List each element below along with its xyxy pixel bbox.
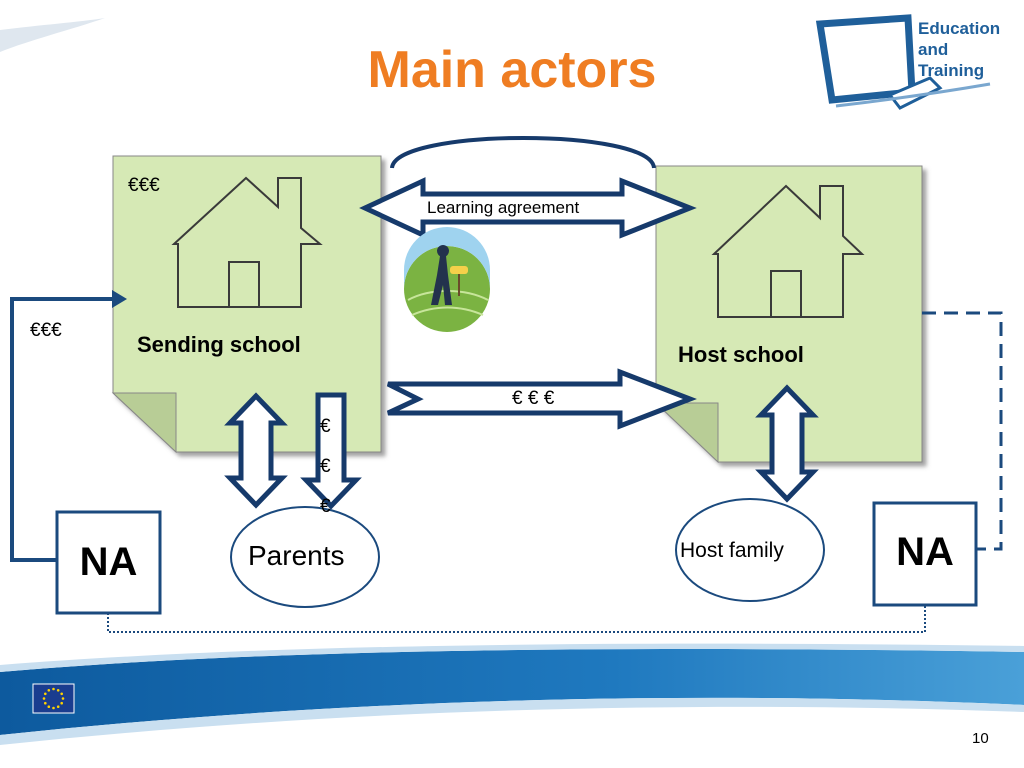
page-number: 10 xyxy=(972,730,989,747)
na-right-label: NA xyxy=(896,530,954,574)
transfer-label: € € € xyxy=(512,388,555,409)
eu-flag-icon xyxy=(32,683,75,714)
na-dotted-link xyxy=(107,605,926,633)
learning-agreement-label: Learning agreement xyxy=(427,198,580,217)
parents-label: Parents xyxy=(248,540,345,571)
na-right-box xyxy=(872,501,978,607)
funds-transfer-arrow xyxy=(386,368,697,430)
na-left-connector xyxy=(10,297,112,562)
host-school-label: Host school xyxy=(678,342,804,367)
mobility-badge-icon xyxy=(404,227,490,332)
host-family-arrow xyxy=(755,384,819,503)
sending-school-funds: €€€ xyxy=(128,175,160,196)
parents-euro-3: € xyxy=(320,496,331,517)
parents-ellipse xyxy=(230,506,380,608)
logo-line-2: and xyxy=(918,40,949,59)
na-left-funds: €€€ xyxy=(30,320,62,341)
parents-euro-arrow xyxy=(300,392,362,510)
page-title: Main actors xyxy=(367,41,657,99)
sending-parents-arrow xyxy=(224,392,288,509)
na-left-box xyxy=(55,510,162,615)
parents-euro-1: € xyxy=(320,416,331,437)
parents-euro-2: € xyxy=(320,456,331,477)
sending-school-house-icon xyxy=(171,176,323,308)
host-school-note xyxy=(654,165,923,464)
na-left-label: NA xyxy=(79,540,138,584)
agreement-arc xyxy=(390,136,656,169)
host-family-label: Host family xyxy=(680,539,784,562)
logo-line-1: Education xyxy=(918,19,1001,38)
sending-school-note xyxy=(111,155,382,454)
learning-agreement-arrow xyxy=(359,177,697,239)
logo-text: Education and Training xyxy=(918,18,1000,81)
logo-line-3: Training xyxy=(918,61,985,80)
host-school-house-icon xyxy=(711,184,865,318)
sending-school-label: Sending school xyxy=(137,332,301,357)
top-swoosh xyxy=(0,18,105,52)
education-training-logo-icon xyxy=(815,14,991,110)
host-family-ellipse xyxy=(675,498,825,602)
bottom-band xyxy=(0,649,1024,735)
